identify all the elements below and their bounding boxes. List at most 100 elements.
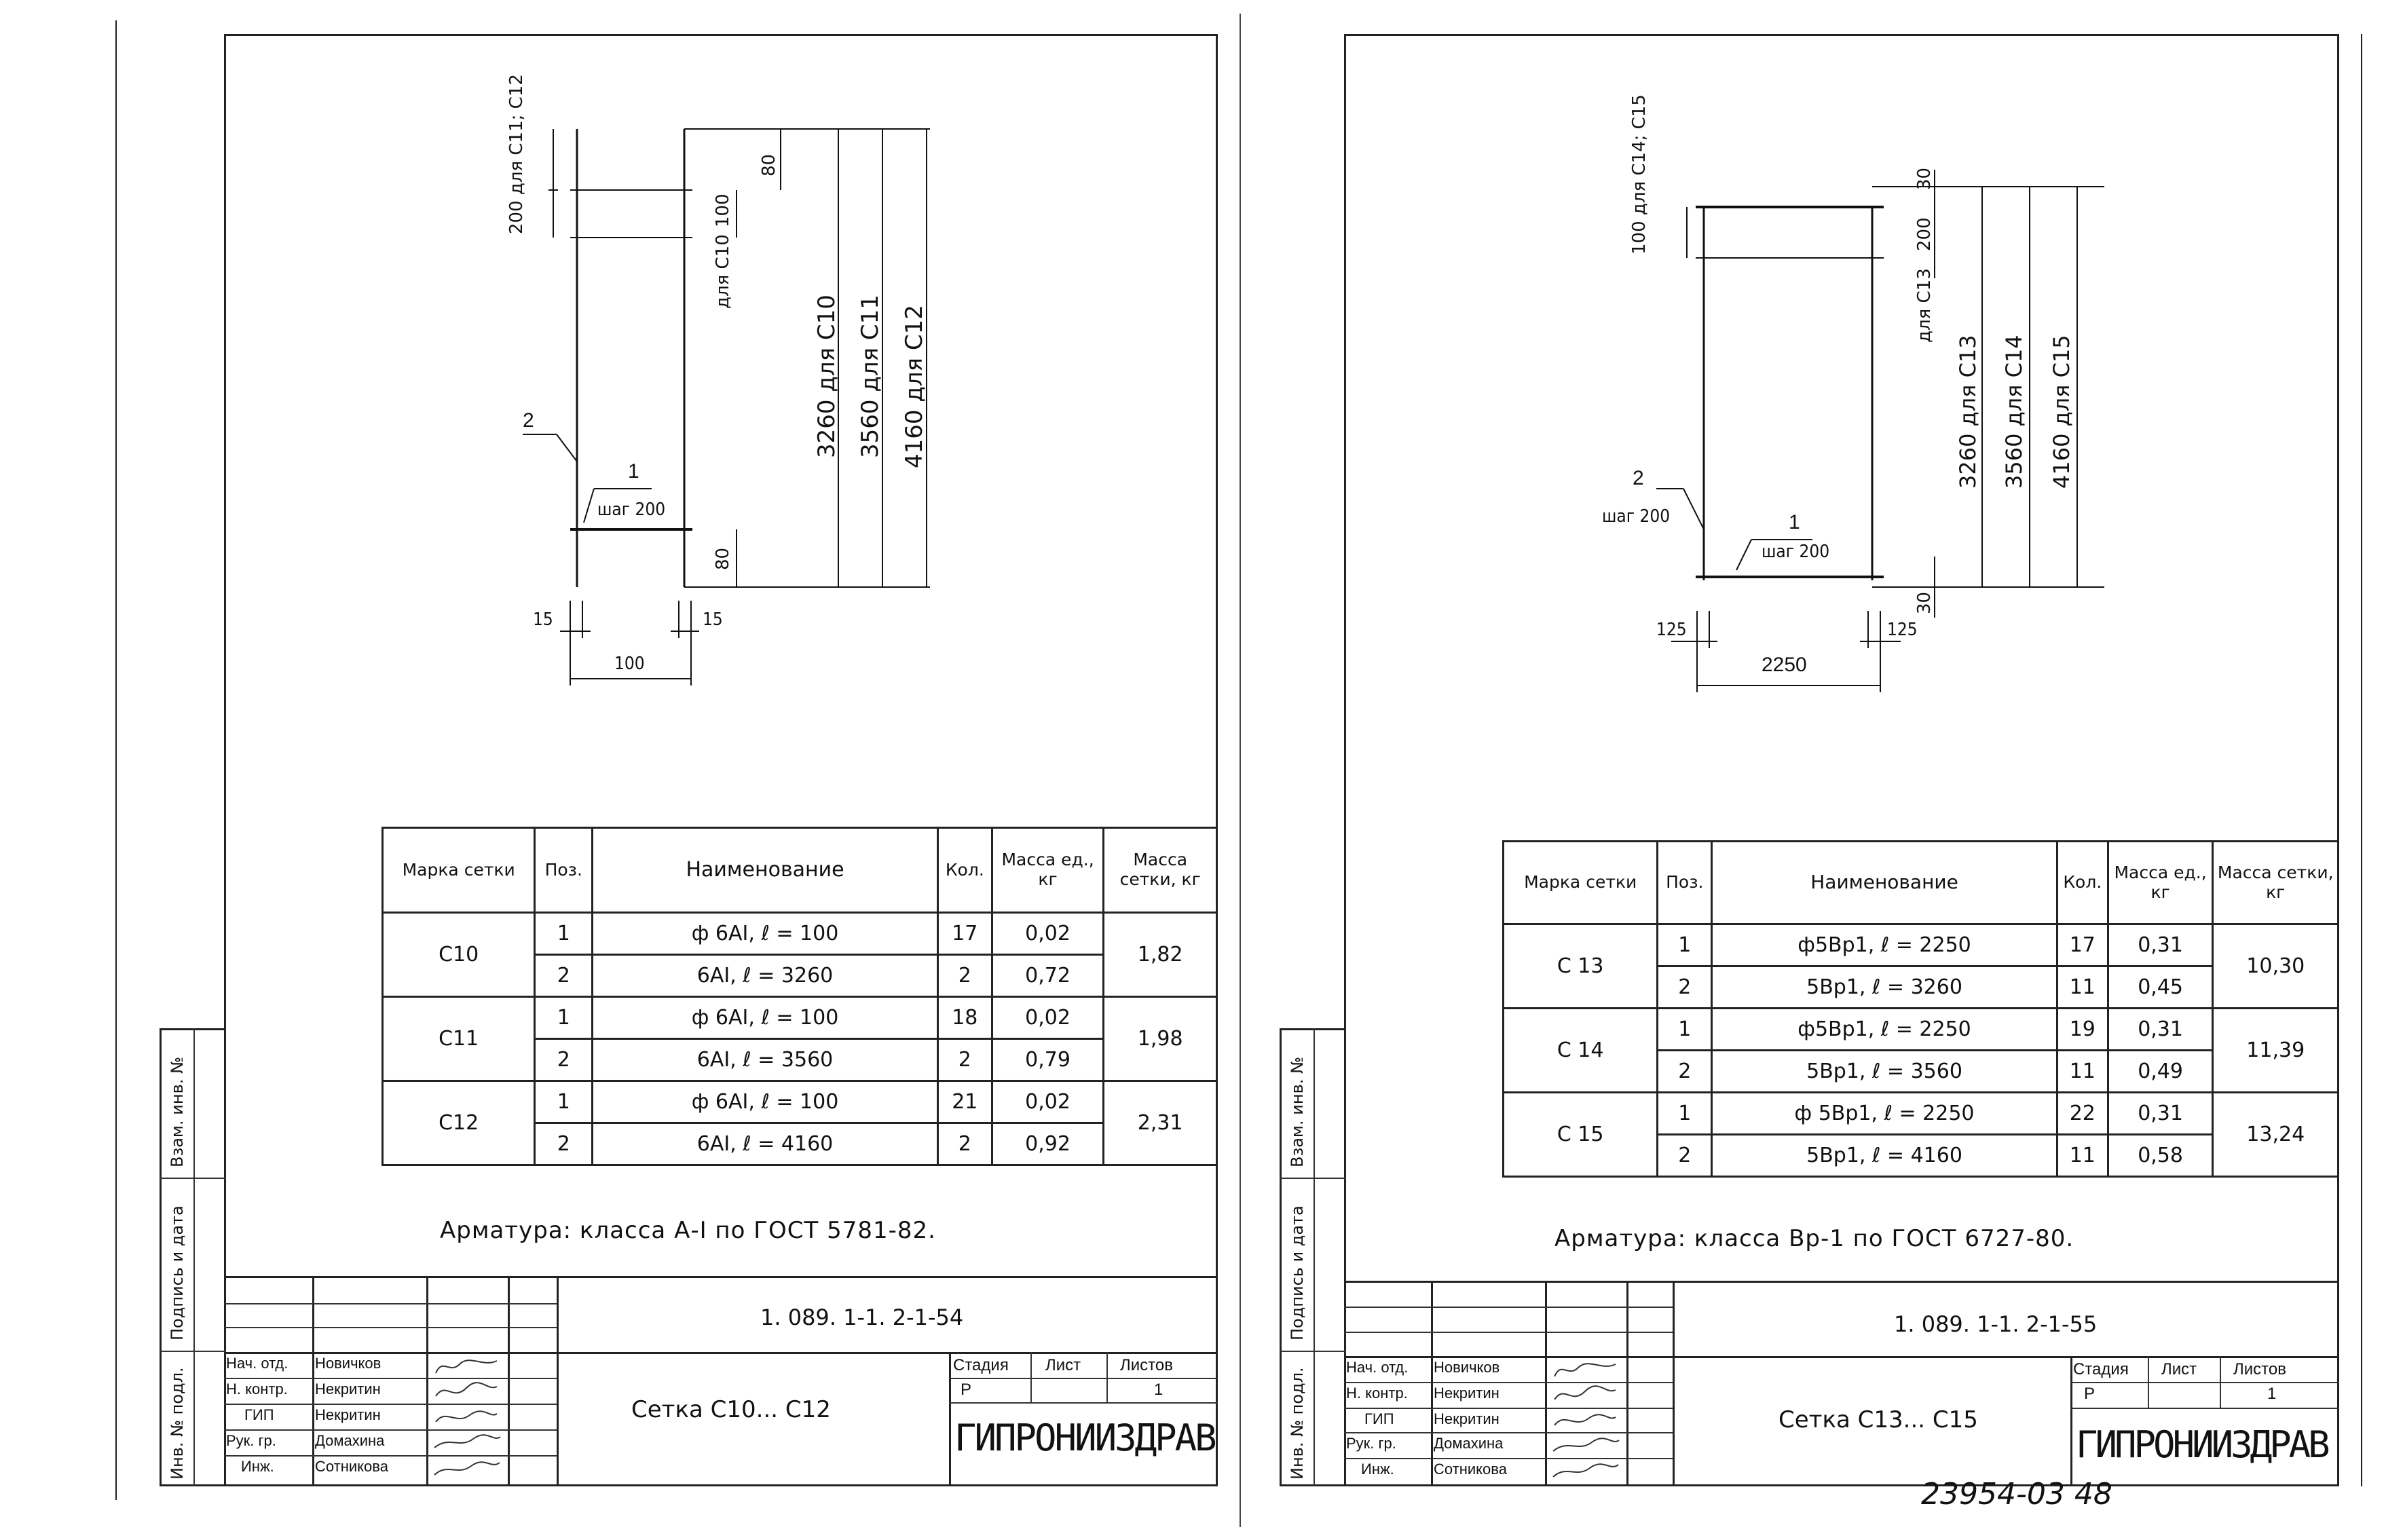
left-note: Арматура: класса А-I по ГОСТ 5781-82.: [440, 1217, 936, 1244]
left-mark-c12: С12: [381, 1080, 536, 1166]
stamp-line: [1030, 1352, 1032, 1402]
right-margin-label-inv: Инв. № подл.: [1288, 1367, 1307, 1480]
table-cell: 2: [1656, 1133, 1713, 1178]
stamp-name: Некритин: [315, 1406, 381, 1423]
left-step-label: шаг 200: [597, 500, 666, 520]
right-note: Арматура: класса Вр-1 по ГОСТ 6727-80.: [1554, 1225, 2074, 1252]
stamp-line: [1344, 1382, 1673, 1383]
left-stamp-stage-h: Стадия: [953, 1356, 1009, 1374]
right-stamp: [1344, 1281, 2339, 1488]
right-dim-30-bottom: 30: [1914, 591, 1935, 614]
left-th-qty: Кол.: [936, 827, 993, 914]
left-stamp: [224, 1276, 1218, 1488]
stamp-line: [224, 1352, 1218, 1354]
left-mark-c10: С10: [381, 912, 536, 998]
table-cell: 2: [936, 1038, 993, 1082]
stamp-line: [1344, 1408, 1673, 1409]
right-mark-c15: С 15: [1502, 1091, 1659, 1178]
stamp-line: [1626, 1281, 1628, 1486]
stamp-line: [224, 1455, 557, 1457]
stamp-name: Домахина: [1434, 1435, 1504, 1452]
right-mesh-drawing: [1656, 170, 2104, 692]
right-margin-inner: [1314, 1028, 1315, 1486]
right-signatures: [1552, 1363, 1620, 1478]
stamp-name: Новичков: [315, 1355, 381, 1372]
left-width: 100: [614, 654, 645, 674]
left-outer-edge: [115, 20, 117, 1500]
table-cell: 17: [936, 912, 993, 956]
left-th-mark: Марка сетки: [381, 827, 536, 914]
left-stamp-org: ГИПРОНИИЗДРАВ: [954, 1416, 1217, 1459]
left-stamp-stage: Р: [961, 1381, 972, 1399]
left-dim-80-bottom: 80: [713, 547, 733, 570]
stamp-name: Сотникова: [315, 1458, 388, 1475]
table-cell: 0,02: [990, 996, 1105, 1040]
left-stamp-sheet-h: Лист: [1045, 1356, 1081, 1374]
left-mesh-drawing: [523, 128, 930, 686]
left-edge-left: 15: [533, 609, 553, 630]
table-cell: 5Вр1, ℓ = 4160: [1711, 1133, 2058, 1178]
right-total-c15: 13,24: [2212, 1091, 2339, 1178]
stamp-role: Нач. отд.: [226, 1355, 288, 1372]
left-len-c10: 3260 для С10: [813, 295, 840, 458]
table-cell: ф5Вр1, ℓ = 2250: [1711, 1007, 2058, 1051]
stamp-line: [949, 1402, 1218, 1404]
table-cell: 2: [534, 1122, 594, 1166]
left-th-name: Наименование: [591, 827, 939, 914]
stamp-line: [1344, 1307, 1673, 1308]
table-cell: 2: [1656, 965, 1713, 1009]
stamp-role: Рук. гр.: [226, 1432, 276, 1449]
left-dim-c10: для С10: [713, 234, 733, 309]
table-cell: 1: [1656, 923, 1713, 967]
right-dim-c13: для С13: [1914, 268, 1935, 343]
right-margin-label-vzam: Взам. инв. №: [1288, 1057, 1307, 1167]
stamp-line: [1344, 1432, 1673, 1433]
table-cell: 2: [1656, 1049, 1713, 1093]
left-len-c12: 4160 для С12: [901, 305, 928, 468]
left-stamp-title: Сетка С10... С12: [631, 1396, 831, 1423]
left-pos1-label: 1: [628, 460, 639, 483]
table-cell: 6АI, ℓ = 3260: [591, 954, 939, 998]
table-cell: 1: [534, 912, 594, 956]
right-step2-label: шаг 200: [1602, 506, 1671, 527]
table-cell: 17: [2055, 923, 2109, 967]
table-cell: 5Вр1, ℓ = 3560: [1711, 1049, 2058, 1093]
right-sheet-frame: [1344, 34, 2339, 1486]
stamp-line: [224, 1404, 557, 1405]
table-cell: 1: [1656, 1091, 1713, 1135]
left-margin-divider-1: [160, 1178, 226, 1179]
right-margin-label-sign: Подпись и дата: [1288, 1205, 1307, 1340]
right-len-c14: 3560 для С14: [2001, 335, 2027, 489]
stamp-role: ГИП: [244, 1406, 274, 1423]
table-cell: 0,49: [2106, 1049, 2214, 1093]
table-cell: 0,02: [990, 1080, 1105, 1124]
right-len-c13: 3260 для С13: [1955, 335, 1981, 489]
left-margin-label-sign: Подпись и дата: [168, 1205, 187, 1340]
stamp-name: Сотникова: [1434, 1461, 1507, 1478]
table-cell: 1: [534, 996, 594, 1040]
table-cell: 5Вр1, ℓ = 3260: [1711, 965, 2058, 1009]
right-stamp-sheet-h: Лист: [2161, 1360, 2197, 1378]
stamp-name: Некритин: [1434, 1410, 1499, 1427]
right-pos1-label: 1: [1789, 511, 1800, 533]
table-cell: 0,31: [2106, 1091, 2214, 1135]
stamp-role: Рук. гр.: [1346, 1435, 1396, 1452]
table-cell: 0,79: [990, 1038, 1105, 1082]
right-width: 2250: [1762, 654, 1807, 676]
stamp-name: Домахина: [315, 1432, 385, 1449]
stamp-line: [426, 1276, 428, 1486]
table-cell: 11: [2055, 1133, 2109, 1178]
stamp-line: [224, 1327, 557, 1328]
stamp-role: Инж.: [1361, 1461, 1394, 1478]
left-margin-strip: [160, 1028, 226, 1486]
stamp-line: [312, 1276, 314, 1486]
right-margin-strip: [1280, 1028, 1346, 1486]
stamp-line: [2070, 1382, 2339, 1383]
left-stamp-sheets: 1: [1154, 1381, 1163, 1399]
table-cell: 2: [534, 1038, 594, 1082]
left-dim-80-top: 80: [759, 153, 779, 176]
left-margin-inner: [193, 1028, 195, 1486]
table-cell: 6АI, ℓ = 4160: [591, 1122, 939, 1166]
right-len-c15: 4160 для С15: [2049, 335, 2074, 489]
stamp-line: [949, 1378, 1218, 1379]
